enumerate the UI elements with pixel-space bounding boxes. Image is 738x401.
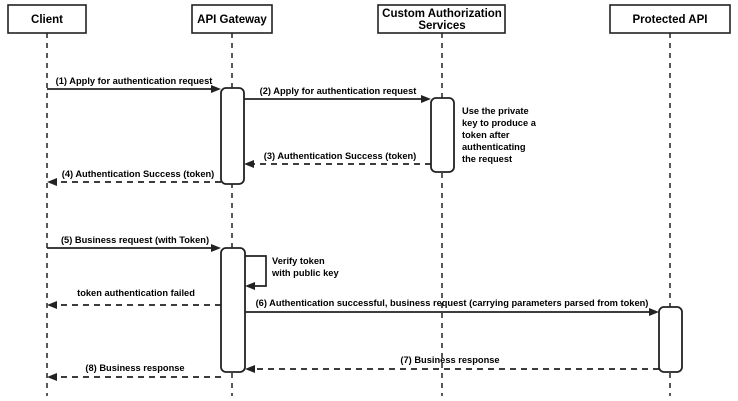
actor-api-gateway[interactable]: API Gateway xyxy=(191,4,273,34)
message-self-verify-token-label-line1: Verify token xyxy=(272,256,325,266)
actor-api-gateway-label: API Gateway xyxy=(197,14,267,26)
message-token-authentication-failed-label: token authentication failed xyxy=(77,288,195,298)
activation-auth-service[interactable] xyxy=(430,97,455,173)
message-token-authentication-failed-arrowhead xyxy=(47,301,57,309)
message-2[interactable]: (2) Apply for authentication request xyxy=(244,86,431,103)
note-private-key: Use the private key to produce a token a… xyxy=(462,106,537,164)
message-self-verify-token-arrowhead xyxy=(245,282,255,290)
message-4[interactable]: (4) Authentication Success (token) xyxy=(47,169,221,186)
message-6-arrowhead xyxy=(649,308,659,316)
activation-gateway-business[interactable] xyxy=(220,247,246,373)
actor-client[interactable]: Client xyxy=(7,4,87,34)
message-token-authentication-failed[interactable]: token authentication failed xyxy=(47,288,221,309)
message-self-verify-token-path xyxy=(245,255,267,287)
actor-custom-authorization-services-label-line1: Custom Authorization xyxy=(382,8,502,20)
message-8[interactable]: (8) Business response xyxy=(47,363,221,381)
message-6-label: (6) Authentication successful, business … xyxy=(256,298,649,308)
actor-custom-authorization-services[interactable]: Custom Authorization Services xyxy=(377,4,506,34)
message-5-label: (5) Business request (with Token) xyxy=(61,235,209,245)
note-private-key-line-3: token after xyxy=(462,130,510,140)
message-7[interactable]: (7) Business response xyxy=(245,355,659,373)
activation-bars xyxy=(220,87,683,373)
actor-custom-authorization-services-label-line2: Services xyxy=(418,20,465,32)
message-4-label: (4) Authentication Success (token) xyxy=(62,169,215,179)
message-1-arrowhead xyxy=(211,85,221,93)
actor-protected-api-label: Protected API xyxy=(633,14,708,26)
message-3-label: (3) Authentication Success (token) xyxy=(264,151,417,161)
message-6[interactable]: (6) Authentication successful, business … xyxy=(245,298,659,316)
message-5-arrowhead xyxy=(211,244,221,252)
note-private-key-line-5: the request xyxy=(462,154,512,164)
message-8-label: (8) Business response xyxy=(85,363,184,373)
message-3-arrowhead xyxy=(244,160,254,168)
message-7-label: (7) Business response xyxy=(400,355,499,365)
note-private-key-line-1: Use the private xyxy=(462,106,529,116)
message-2-label: (2) Apply for authentication request xyxy=(260,86,417,96)
activation-gateway-auth[interactable] xyxy=(220,87,245,185)
activation-protected-api[interactable] xyxy=(658,306,683,373)
message-1[interactable]: (1) Apply for authentication request xyxy=(47,76,221,93)
actor-client-label: Client xyxy=(31,14,63,26)
message-3[interactable]: (3) Authentication Success (token) xyxy=(244,151,431,168)
message-5[interactable]: (5) Business request (with Token) xyxy=(47,235,221,252)
message-7-arrowhead xyxy=(245,365,255,373)
message-4-arrowhead xyxy=(47,178,57,186)
message-self-verify-token-label-line2: with public key xyxy=(271,268,339,278)
note-private-key-line-4: authenticating xyxy=(462,142,526,152)
message-2-arrowhead xyxy=(421,95,431,103)
message-8-arrowhead xyxy=(47,373,57,381)
message-self-verify-token[interactable]: Verify token with public key xyxy=(245,255,339,290)
message-1-label: (1) Apply for authentication request xyxy=(56,76,213,86)
note-private-key-line-2: key to produce a xyxy=(462,118,537,128)
actor-protected-api[interactable]: Protected API xyxy=(609,4,731,34)
